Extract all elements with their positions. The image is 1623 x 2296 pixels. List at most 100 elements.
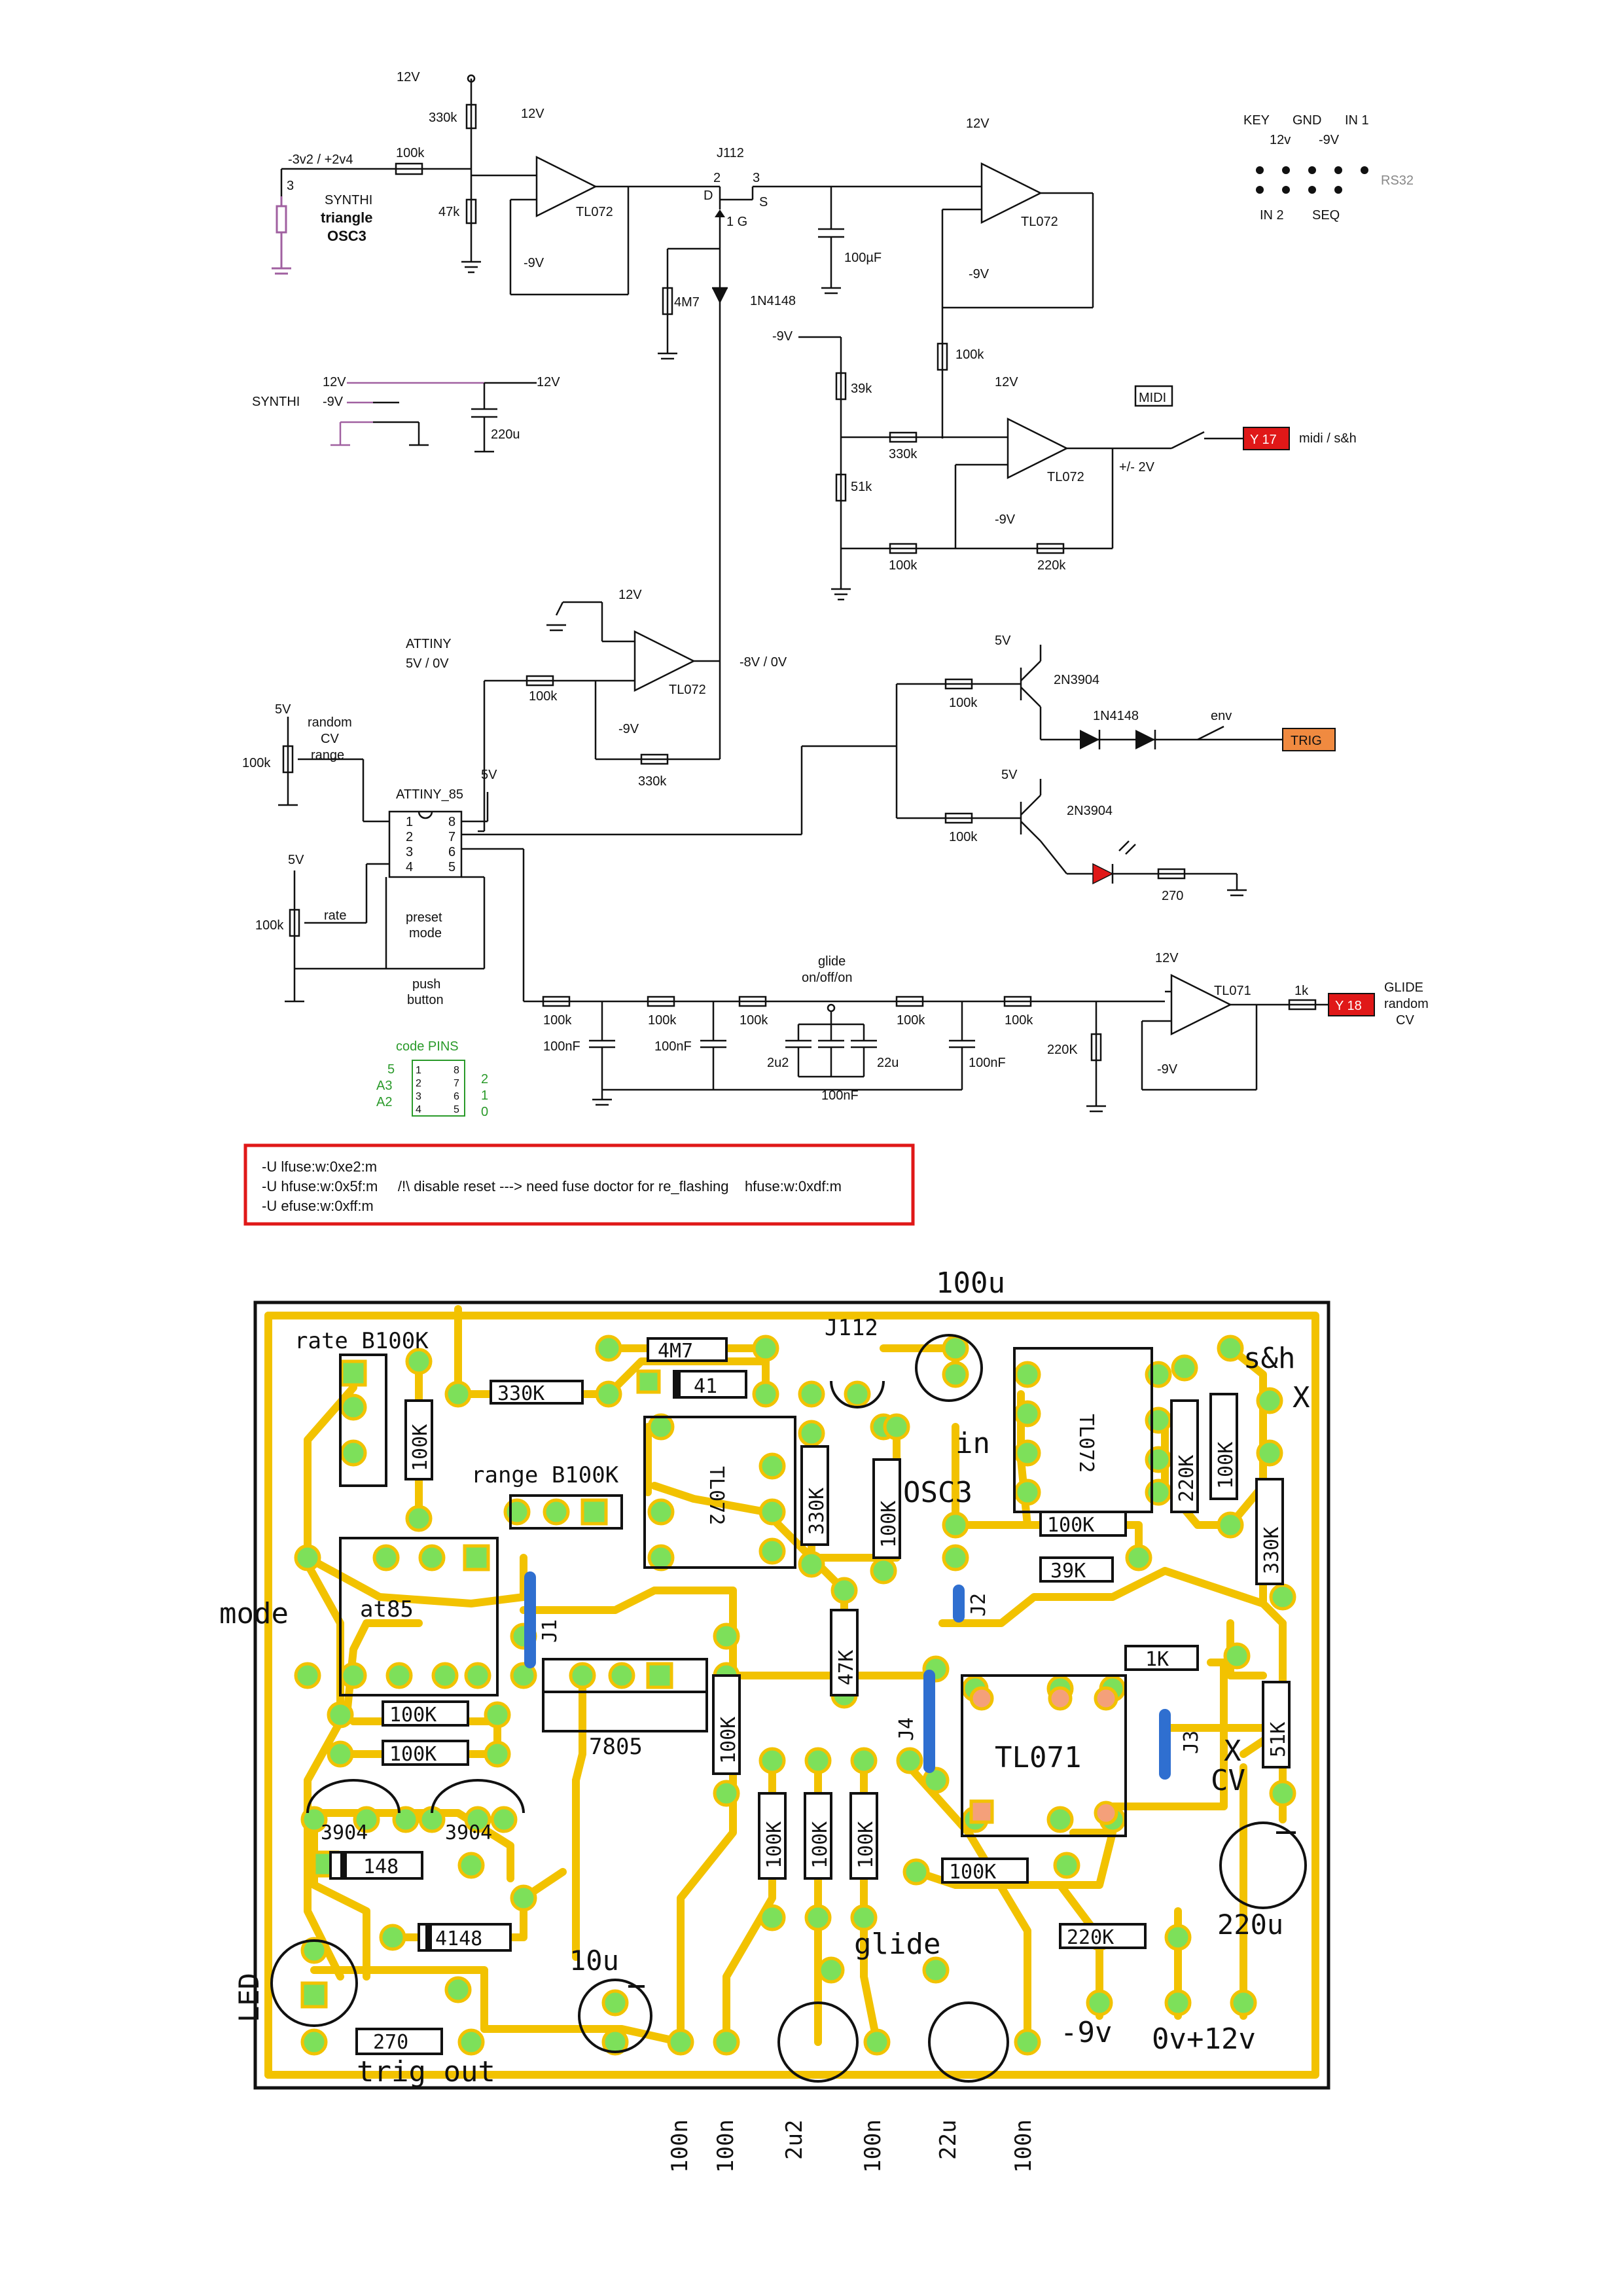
mcu-5v: 5V (481, 768, 497, 782)
glide-1k: 1k (1294, 984, 1309, 998)
pcb-trig-out: trig out (357, 2055, 495, 2089)
code-pins-title: code PINS (396, 1039, 459, 1054)
glide-r2: 100k (648, 1013, 677, 1028)
code-num-2: 2 (416, 1078, 421, 1089)
mcu-button: button (407, 993, 444, 1007)
code-num-6: 6 (454, 1091, 459, 1102)
out-12v: 12V (995, 375, 1018, 389)
hdr-m9v: -9V (1319, 133, 1340, 147)
glide-c6: 100nF (969, 1056, 1006, 1070)
pcb-components: rate B100K 100K 4M7 330K 41 J112 TL072 2… (219, 1315, 1310, 2089)
pcb-j4: J4 (895, 1717, 918, 1741)
trig-env: env (1211, 709, 1232, 723)
jfet-pin2: 2 (713, 171, 721, 185)
pcb-tl072-a: TL072 (1075, 1414, 1097, 1473)
glide-220k: 220K (1047, 1043, 1078, 1057)
power-cap: 220u (491, 427, 520, 442)
trig-100k-b: 100k (949, 830, 978, 844)
r-330k-label: 330k (429, 111, 457, 125)
r-100k-out-a: 100k (955, 348, 984, 362)
glide-m9v: -9V (1157, 1062, 1178, 1077)
pcb-cap-220u: 220u (1217, 1909, 1283, 1941)
pcb-r100k-j: 100K (855, 1821, 878, 1869)
input-divider: 12V 330k 47k -3v2 / +2v4 100k 3 SYNTHI t… (272, 70, 481, 275)
glide-c5: 22u (877, 1056, 899, 1070)
pcb-cv: CV (1211, 1764, 1245, 1797)
jfet-switch: J112 2 3 D S 1 G 4M7 1N4148 (658, 146, 903, 759)
pcb-r39k: 39K (1050, 1560, 1086, 1583)
glide-t2: on/off/on (802, 971, 852, 985)
code-pin-label-3: A2 (376, 1095, 392, 1109)
mcu-pin-2: 2 (406, 830, 413, 844)
trig-100k-a: 100k (949, 696, 978, 710)
opamp1-name: TL072 (576, 205, 613, 219)
bottom-cap-1: 100n (667, 2119, 693, 2173)
opamp1-m9v: -9V (524, 256, 544, 270)
trig-diode: 1N4148 (1093, 709, 1139, 723)
glide-filter: glide on/off/on 100k 100k 100k 100k 100k (537, 951, 1429, 1113)
synthi-label: SYNTHI (325, 193, 372, 207)
pcb-r270: 270 (373, 2031, 408, 2054)
attiny85-block: 5V random CV range 100k ATTINY_85 5V 1 2… (242, 702, 897, 1007)
diode-1n4148-label: 1N4148 (750, 294, 796, 308)
pcb-r330k-c: 330K (1260, 1527, 1283, 1574)
hdr-gnd: GND (1293, 113, 1321, 128)
mcu-preset: preset (406, 910, 442, 925)
trigger-outputs: 100k 5V 2N3904 1N4148 env TRIG 100k 5V (895, 634, 1336, 903)
code-pin-label-7: 2 (481, 1072, 488, 1086)
pin3-label: 3 (287, 179, 294, 193)
code-pins-legend: code PINS 5 A3 A2 2 1 0 1 2 3 4 8 7 6 5 (376, 1039, 488, 1119)
hold-m9v: -9V (969, 267, 990, 281)
bottom-cap-6: 100n (1010, 2119, 1037, 2173)
pcb-m9v: -9v (1060, 2016, 1112, 2049)
pcb-r100k-i: 100K (809, 1821, 832, 1869)
opamp-buffer-1: TL072 12V -9V (471, 107, 713, 296)
hdr-in1: IN 1 (1345, 113, 1369, 128)
mcu-rate-100k: 100k (255, 918, 284, 933)
tl071-pads (969, 1686, 1118, 1825)
att-opamp: TL072 (669, 683, 706, 697)
pcb-j3: J3 (1180, 1731, 1203, 1754)
r-220k-out: 220k (1037, 558, 1066, 573)
r-39k: 39k (851, 382, 872, 396)
mcu-pin-6: 6 (448, 845, 455, 859)
mcu-pot-100k: 100k (242, 756, 271, 770)
mcu-pin-4: 4 (406, 860, 413, 874)
pcb-r220k-a: 220K (1175, 1455, 1198, 1502)
glide-c2: 100nF (654, 1039, 692, 1054)
pcb-r220k-b: 220K (1067, 1926, 1114, 1949)
pcb-tl072-b: TL072 (705, 1466, 728, 1525)
r-47k-label: 47k (438, 205, 460, 219)
glide-out2: random (1384, 997, 1429, 1011)
pcb-r1k: 1K (1145, 1648, 1169, 1671)
code-pin-label-6: 1 (481, 1088, 488, 1103)
glide-caps (589, 1001, 975, 1090)
glide-r4: 100k (897, 1013, 925, 1028)
glide-c4: 100nF (821, 1088, 859, 1103)
mcu-pin-1: 1 (406, 815, 413, 829)
out-opamp: TL072 (1047, 470, 1084, 484)
y17-label: midi / s&h (1299, 431, 1357, 446)
code-num-1: 1 (416, 1065, 421, 1076)
pcb-jfet: J112 (825, 1315, 878, 1341)
pcb-j1: J1 (539, 1619, 562, 1643)
glide-out1: GLIDE (1384, 980, 1423, 995)
trig-5v-a: 5V (995, 634, 1011, 648)
glide-resistors (542, 996, 1032, 1007)
trig-5v-b: 5V (1001, 768, 1018, 782)
pcb-range-pot: range B100K (471, 1462, 619, 1488)
pcb-r330k-a: 330K (497, 1382, 544, 1405)
glide-opamp: TL071 (1214, 984, 1251, 998)
pcb-glide: glide (854, 1928, 940, 1961)
glide-r5: 100k (1005, 1013, 1033, 1028)
schematic: 12V 330k 47k -3v2 / +2v4 100k 3 SYNTHI t… (242, 70, 1429, 1226)
att-12v: 12V (618, 588, 642, 602)
attiny-level-shifter: 12V ATTINY 5V / 0V 100k TL072 -9V -8V / … (406, 588, 787, 833)
glide-r1: 100k (543, 1013, 572, 1028)
jfet-d: D (704, 188, 713, 203)
code-pin-label-1: 5 (387, 1062, 395, 1077)
hdr-rs32: RS32 (1381, 173, 1414, 188)
pcb-reg: 7805 (589, 1734, 643, 1760)
trig-q2: 2N3904 (1067, 804, 1113, 818)
mcu-5v-pot: 5V (275, 702, 291, 717)
